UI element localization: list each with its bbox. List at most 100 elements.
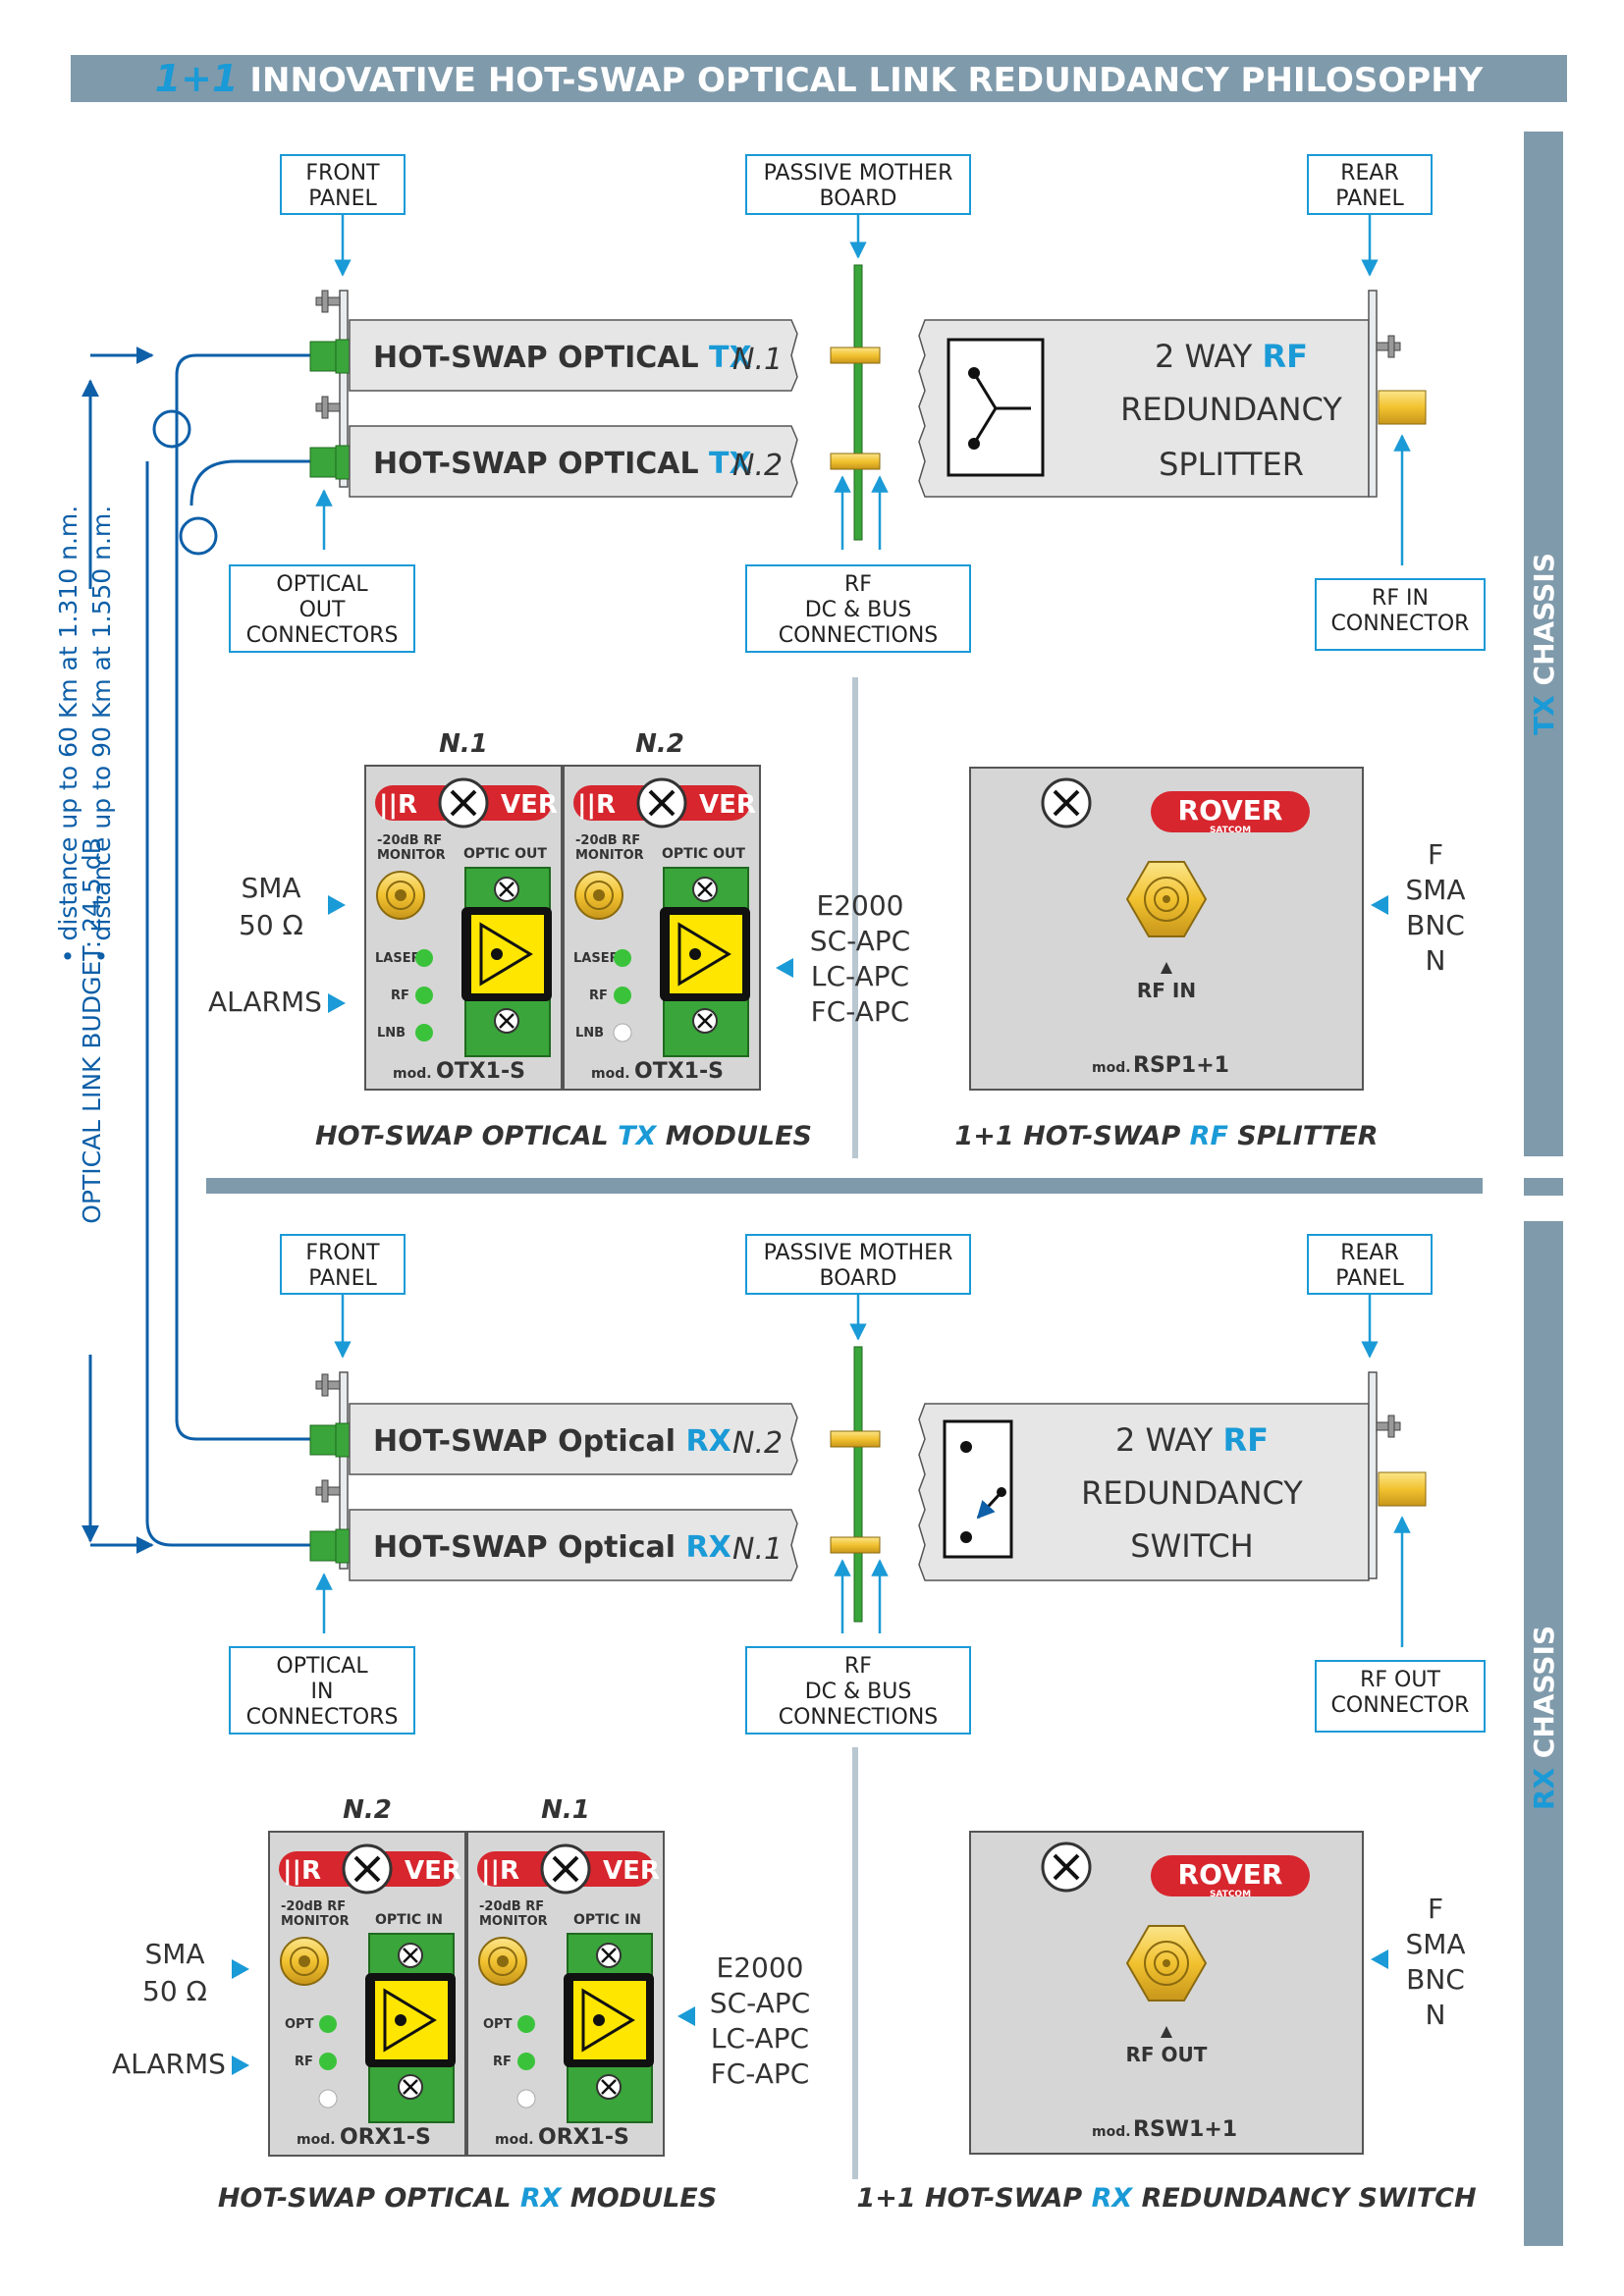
svg-text:FC-APC: FC-APC: [811, 995, 910, 1028]
svg-text:mod.: mod.: [1092, 2124, 1131, 2140]
svg-text:-20dB RF: -20dB RF: [377, 833, 442, 848]
svg-text:VER: VER: [603, 1856, 660, 1886]
svg-text:E2000: E2000: [717, 1951, 804, 1984]
svg-text:-20dB RF: -20dB RF: [575, 833, 640, 848]
svg-text:RF: RF: [844, 1654, 872, 1679]
rx-rf-out-connector: [1378, 1471, 1427, 1507]
svg-text:mod.: mod.: [1092, 1060, 1131, 1076]
svg-text:RF OUT: RF OUT: [1126, 2043, 1208, 2066]
section-separator: [206, 1178, 1483, 1194]
svg-text:REDUNDANCY: REDUNDANCY: [1081, 1474, 1303, 1512]
svg-text:N.2: N.2: [732, 1426, 783, 1461]
svg-text:MONITOR: MONITOR: [479, 1914, 548, 1929]
tx-optical-out-1: [309, 341, 337, 372]
rx-alarms-label: ALARMS: [112, 2048, 226, 2080]
svg-text:N.2: N.2: [732, 449, 783, 483]
tx-rear-panel-label: REAR PANEL: [1307, 154, 1433, 277]
svg-text:SMA: SMA: [1405, 1928, 1465, 1960]
rsp-panel: ROVER SATCOM RF IN mod. RSP1+1 F SMA BNC…: [955, 767, 1466, 1151]
otx-panel-2: ||R VER -20dB RF MONITOR OPTIC OUT LASER…: [563, 765, 761, 1091]
svg-text:mod.: mod.: [393, 1066, 432, 1082]
svg-text:BOARD: BOARD: [820, 1266, 897, 1291]
tx-module-2: HOT-SWAP OPTICAL TX N.2: [349, 425, 798, 498]
svg-text:ROVER: ROVER: [1178, 1858, 1283, 1891]
svg-text:CONNECTORS: CONNECTORS: [246, 1705, 399, 1730]
svg-text:-20dB RF: -20dB RF: [281, 1899, 346, 1914]
svg-text:LNB: LNB: [575, 1026, 604, 1041]
svg-text:CONNECTIONS: CONNECTIONS: [779, 623, 939, 648]
svg-text:RSW1+1: RSW1+1: [1133, 2117, 1237, 2142]
svg-text:||R: ||R: [283, 1856, 321, 1886]
svg-text:PASSIVE MOTHER: PASSIVE MOTHER: [764, 1241, 953, 1265]
svg-text:OPTICAL: OPTICAL: [276, 1654, 368, 1679]
rx-chassis-band: RX CHASSIS: [1524, 1221, 1563, 2246]
svg-text:2 WAY RF: 2 WAY RF: [1155, 338, 1308, 375]
svg-text:F: F: [1428, 838, 1443, 871]
rx-chassis-label: CHASSIS: [1528, 1626, 1560, 1768]
svg-text:VER: VER: [405, 1856, 461, 1886]
svg-text:RF: RF: [589, 988, 608, 1003]
divider-bottom: [852, 1747, 858, 2179]
svg-text:OPTIC IN: OPTIC IN: [573, 1912, 641, 1928]
svg-text:LC-APC: LC-APC: [711, 2022, 809, 2055]
svg-text:HOT-SWAP Optical RX: HOT-SWAP Optical RX: [373, 1424, 731, 1459]
tx-chassis-label: CHASSIS: [1528, 553, 1560, 695]
svg-text:||R: ||R: [577, 790, 616, 820]
svg-text:BNC: BNC: [1406, 909, 1465, 941]
link-budget-line1: • distance up to 60 Km at 1.310 n.m.: [54, 506, 82, 963]
svg-text:||R: ||R: [379, 790, 417, 820]
svg-text:N: N: [1426, 1999, 1446, 2031]
otx-panel-1: ||R VER -20dB RF MONITOR OPTIC OUT LASER…: [364, 765, 563, 1091]
tx-optical-out-2: [309, 447, 337, 478]
svg-text:RSP1+1: RSP1+1: [1133, 1053, 1229, 1078]
orx-panel-1: ||R VER -20dB RF MONITOR OPTIC IN OPT RF…: [268, 1831, 466, 2157]
svg-text:LASER: LASER: [375, 951, 421, 966]
svg-text:RF: RF: [844, 572, 872, 597]
svg-text:OUT: OUT: [299, 598, 346, 622]
svg-text:BOARD: BOARD: [820, 187, 897, 211]
svg-text:IN: IN: [311, 1680, 334, 1704]
rx-optical-connectors-label: OPTICAL IN CONNECTORS: [229, 1573, 415, 1735]
rx-panel-n2: N.1: [541, 1795, 590, 1825]
rsw-panel: ROVER SATCOM RF OUT mod. RSW1+1 F SMA BN…: [856, 1831, 1477, 2214]
tx-sma-label: SMA: [241, 872, 300, 904]
svg-text:OPTIC OUT: OPTIC OUT: [463, 846, 547, 862]
svg-text:PANEL: PANEL: [1335, 1266, 1404, 1291]
svg-text:CONNECTOR: CONNECTOR: [1331, 612, 1470, 636]
svg-text:SATCOM: SATCOM: [1210, 1890, 1251, 1899]
rx-switch-caption: 1+1 HOT-SWAP RX REDUNDANCY SWITCH: [856, 2183, 1477, 2214]
rx-rf-out-label: RF OUT CONNECTOR: [1315, 1516, 1486, 1733]
tx-module-1: HOT-SWAP OPTICAL TX N.1: [349, 319, 798, 392]
link-budget-line2: • distance up to 90 Km at 1.550 n.m.: [87, 506, 116, 963]
svg-text:PASSIVE MOTHER: PASSIVE MOTHER: [764, 161, 953, 186]
svg-text:REDUNDANCY: REDUNDANCY: [1120, 391, 1342, 428]
fiber-cables: [90, 347, 312, 1554]
svg-text:F: F: [1428, 1893, 1443, 1925]
tx-rf-in-label: RF IN CONNECTOR: [1315, 434, 1486, 651]
tx-splitter-caption: 1+1 HOT-SWAP RF SPLITTER: [955, 1121, 1379, 1151]
svg-text:MONITOR: MONITOR: [575, 848, 644, 863]
svg-text:RF OUT: RF OUT: [1360, 1668, 1440, 1692]
rx-rear-panel-label: REAR PANEL: [1307, 1234, 1433, 1359]
rx-chassis: FRONT PANEL PASSIVE MOTHER BOARD REAR PA…: [229, 1234, 1486, 1735]
svg-text:PANEL: PANEL: [308, 187, 377, 211]
svg-text:HOT-SWAP OPTICAL TX: HOT-SWAP OPTICAL TX: [373, 447, 752, 481]
rx-chassis-prefix: RX: [1528, 1768, 1560, 1811]
svg-text:DC & BUS: DC & BUS: [805, 1680, 912, 1704]
svg-text:SC-APC: SC-APC: [810, 925, 910, 957]
svg-text:VER: VER: [699, 790, 756, 820]
tx-chassis: FRONT PANEL PASSIVE MOTHER BOARD REAR PA…: [229, 154, 1486, 653]
svg-text:OPTIC IN: OPTIC IN: [375, 1912, 443, 1928]
svg-text:MONITOR: MONITOR: [377, 848, 446, 863]
svg-text:RF: RF: [391, 988, 409, 1003]
svg-text:CONNECTOR: CONNECTOR: [1331, 1693, 1470, 1718]
svg-text:ROVER: ROVER: [1178, 794, 1283, 827]
svg-text:REAR: REAR: [1340, 161, 1399, 186]
svg-text:mod.: mod.: [297, 2132, 336, 2148]
svg-text:RF: RF: [493, 2055, 512, 2069]
rx-switch-module: 2 WAY RF REDUNDANCY SWITCH: [918, 1403, 1370, 1581]
svg-text:FRONT: FRONT: [305, 1241, 380, 1265]
svg-text:FRONT: FRONT: [305, 161, 380, 186]
tx-splitter-module: 2 WAY RF REDUNDANCY SPLITTER: [918, 319, 1370, 498]
